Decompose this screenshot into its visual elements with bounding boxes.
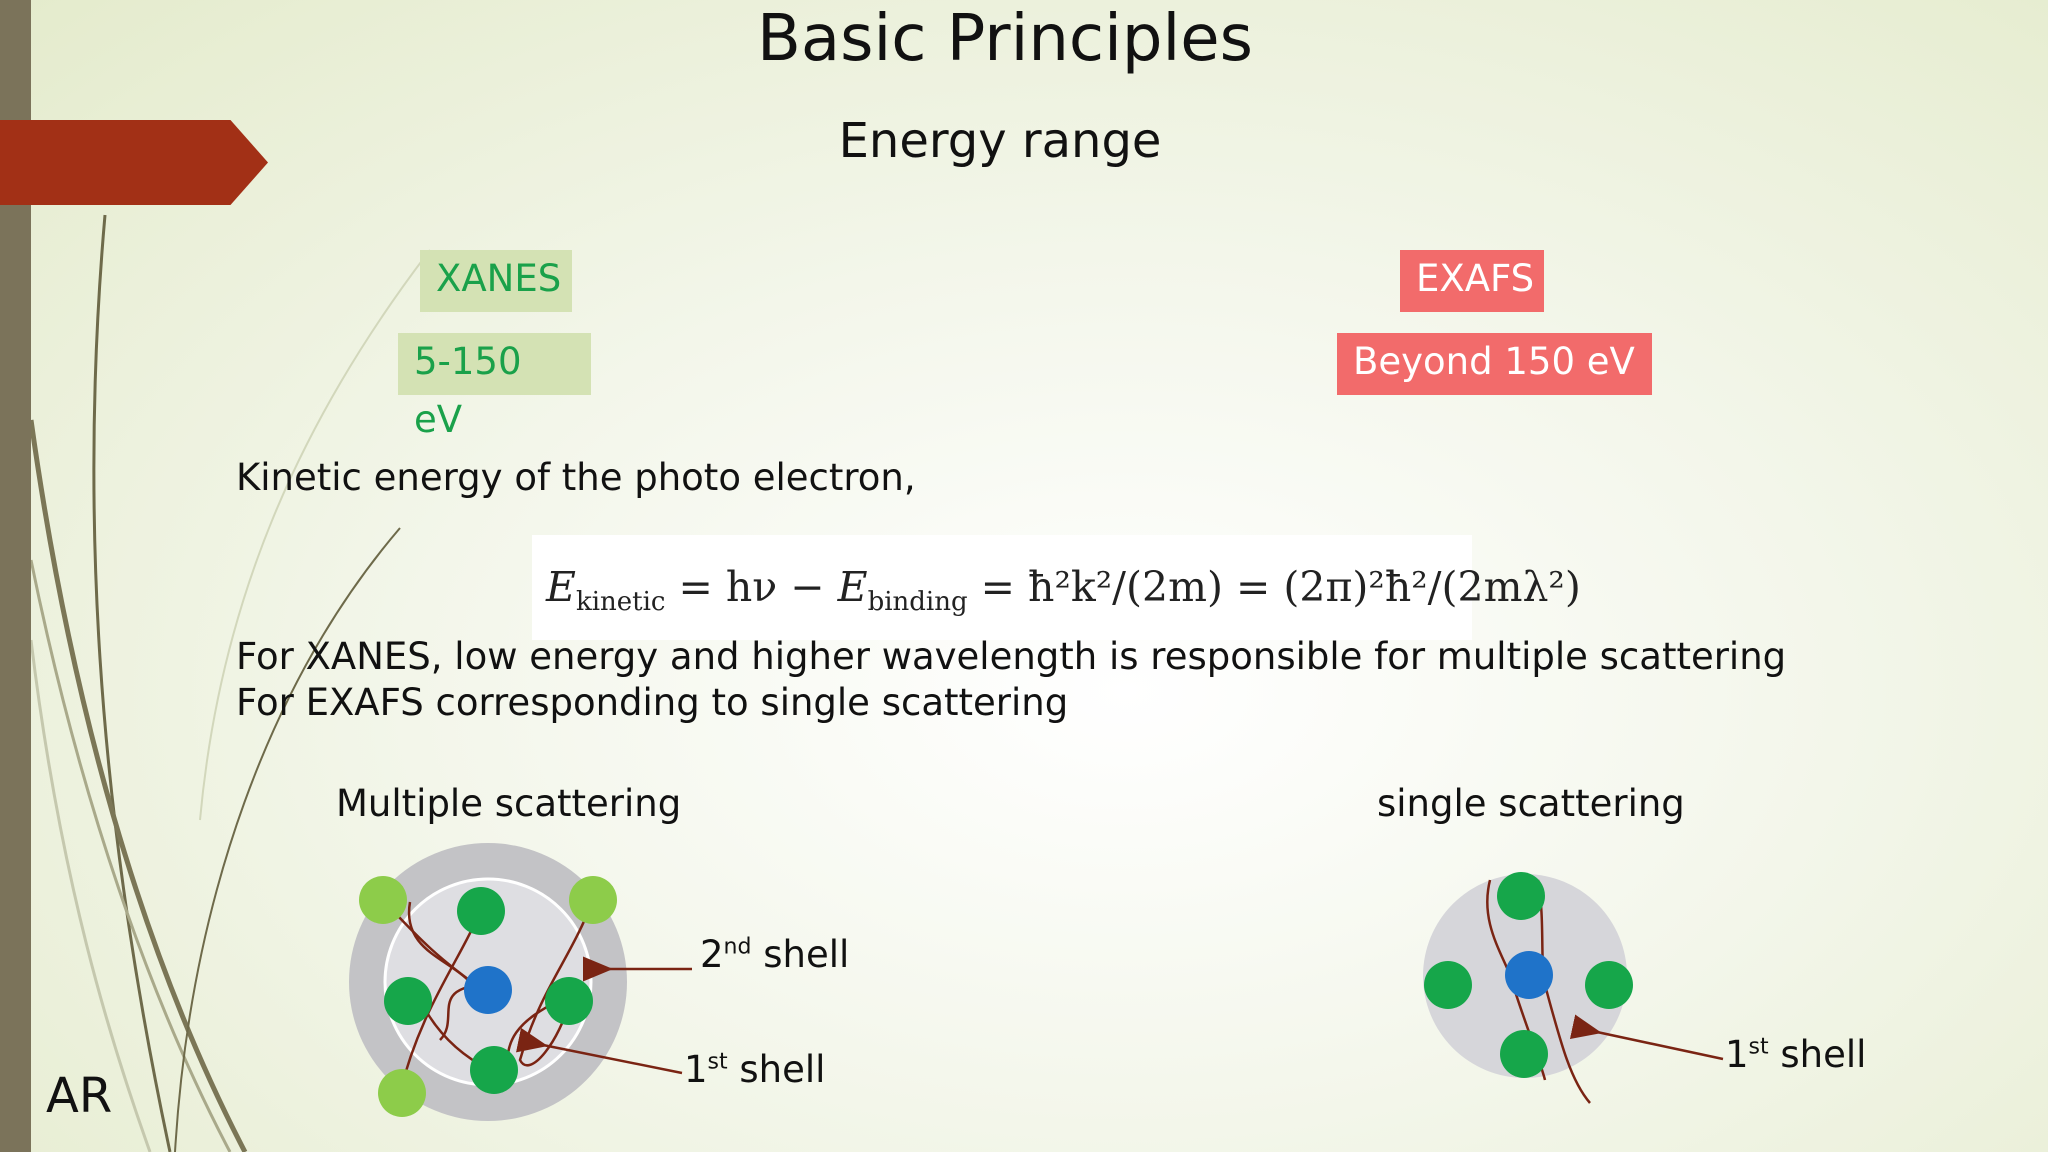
single-atom-right	[1585, 961, 1633, 1009]
shell2-number: 2	[700, 933, 724, 976]
multiple-first-shell-atom-right	[545, 977, 593, 1025]
multiple-outer-atom-top-left	[359, 876, 407, 924]
single-atom-left	[1424, 961, 1472, 1009]
formula-kinetic-sub: kinetic	[575, 587, 666, 618]
single-atom-bottom	[1500, 1030, 1548, 1078]
xanes-label-box: XANES	[420, 250, 572, 312]
xanes-range-box: 5-150 eV	[398, 333, 591, 441]
multiple-outer-atom-bottom	[378, 1069, 426, 1117]
accent-arrow-tab	[0, 120, 268, 205]
shell2-word: shell	[751, 933, 850, 976]
exafs-statement: For EXAFS corresponding to single scatte…	[236, 681, 1069, 724]
kinetic-energy-intro: Kinetic energy of the photo electron,	[236, 456, 916, 499]
shell1-number: 1	[684, 1048, 708, 1091]
slide-title: Basic Principles	[757, 2, 1253, 76]
first-shell-arrow	[516, 1027, 683, 1075]
formula-eq1: = hν −	[665, 563, 838, 611]
formula-e1: E	[546, 563, 576, 611]
author-initials: AR	[46, 1068, 113, 1124]
multiple-first-shell-atom-left	[384, 977, 432, 1025]
kinetic-energy-formula: Ekinetic = hν − Ebinding = ħ²k²/(2m) = (…	[532, 535, 1581, 640]
multiple-center-atom	[464, 966, 512, 1014]
shell2-sup: nd	[723, 934, 752, 960]
multiple-outer-atom-top-right	[569, 876, 617, 924]
single-shell1-sup: st	[1748, 1034, 1769, 1060]
shell1-sup: st	[707, 1049, 728, 1075]
multiple-scattering-title: Multiple scattering	[336, 782, 682, 825]
single-first-shell-arrow	[1569, 1014, 1724, 1061]
single-scattering-title: single scattering	[1377, 782, 1685, 825]
multiple-first-shell-label: 1st shell	[684, 1048, 825, 1091]
exafs-range-box: Beyond 150 eV	[1337, 333, 1652, 395]
single-first-shell-label: 1st shell	[1725, 1033, 1866, 1076]
multiple-first-shell-atom-top	[457, 887, 505, 935]
formula-e2: E	[837, 563, 868, 611]
formula-rest: = ħ²k²/(2m) = (2π)²ħ²/(2mλ²)	[967, 563, 1581, 611]
exafs-label-box: EXAFS	[1400, 250, 1544, 312]
slide-subtitle: Energy range	[838, 113, 1162, 169]
single-shell1-word: shell	[1768, 1033, 1867, 1076]
shell1-word: shell	[727, 1048, 826, 1091]
multiple-second-shell-label: 2nd shell	[700, 933, 849, 976]
multiple-first-shell-atom-bottom	[470, 1046, 518, 1094]
single-center-atom	[1505, 951, 1553, 999]
xanes-statement: For XANES, low energy and higher wavelen…	[236, 635, 1787, 678]
formula-binding-sub: binding	[867, 587, 968, 618]
single-atom-top	[1497, 872, 1545, 920]
single-shell1-number: 1	[1725, 1033, 1749, 1076]
